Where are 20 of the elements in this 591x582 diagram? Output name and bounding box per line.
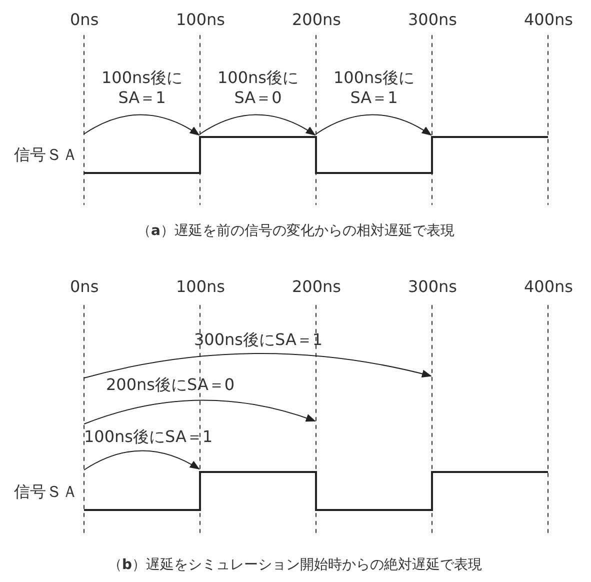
tick-label: 300ns xyxy=(408,277,458,297)
caption: （a）遅延を前の信号の変化からの相対遅延で表現 xyxy=(137,222,454,241)
delay-label: 100ns後にSA＝1 xyxy=(100,68,184,108)
tick-label: 100ns xyxy=(176,10,226,30)
tick-label: 400ns xyxy=(524,10,574,30)
tick-label: 200ns xyxy=(292,10,342,30)
delay-label: 200ns後にSA＝0 xyxy=(106,375,235,395)
tick-label: 200ns xyxy=(292,277,342,297)
delay-label: 100ns後にSA＝1 xyxy=(84,427,213,447)
signal-label: 信号ＳＡ xyxy=(14,145,78,165)
tick-label: 0ns xyxy=(70,277,99,297)
tick-label: 0ns xyxy=(70,10,99,30)
tick-label: 300ns xyxy=(408,10,458,30)
delay-label: 100ns後にSA＝1 xyxy=(332,68,416,108)
delay-label: 300ns後にSA＝1 xyxy=(194,330,323,350)
tick-label: 100ns xyxy=(176,277,226,297)
tick-label: 400ns xyxy=(524,277,574,297)
signal-label: 信号ＳＡ xyxy=(14,482,78,502)
delay-label: 100ns後にSA＝0 xyxy=(216,68,300,108)
caption: （b）遅延をシミュレーション開始時からの絶対遅延で表現 xyxy=(108,556,482,575)
